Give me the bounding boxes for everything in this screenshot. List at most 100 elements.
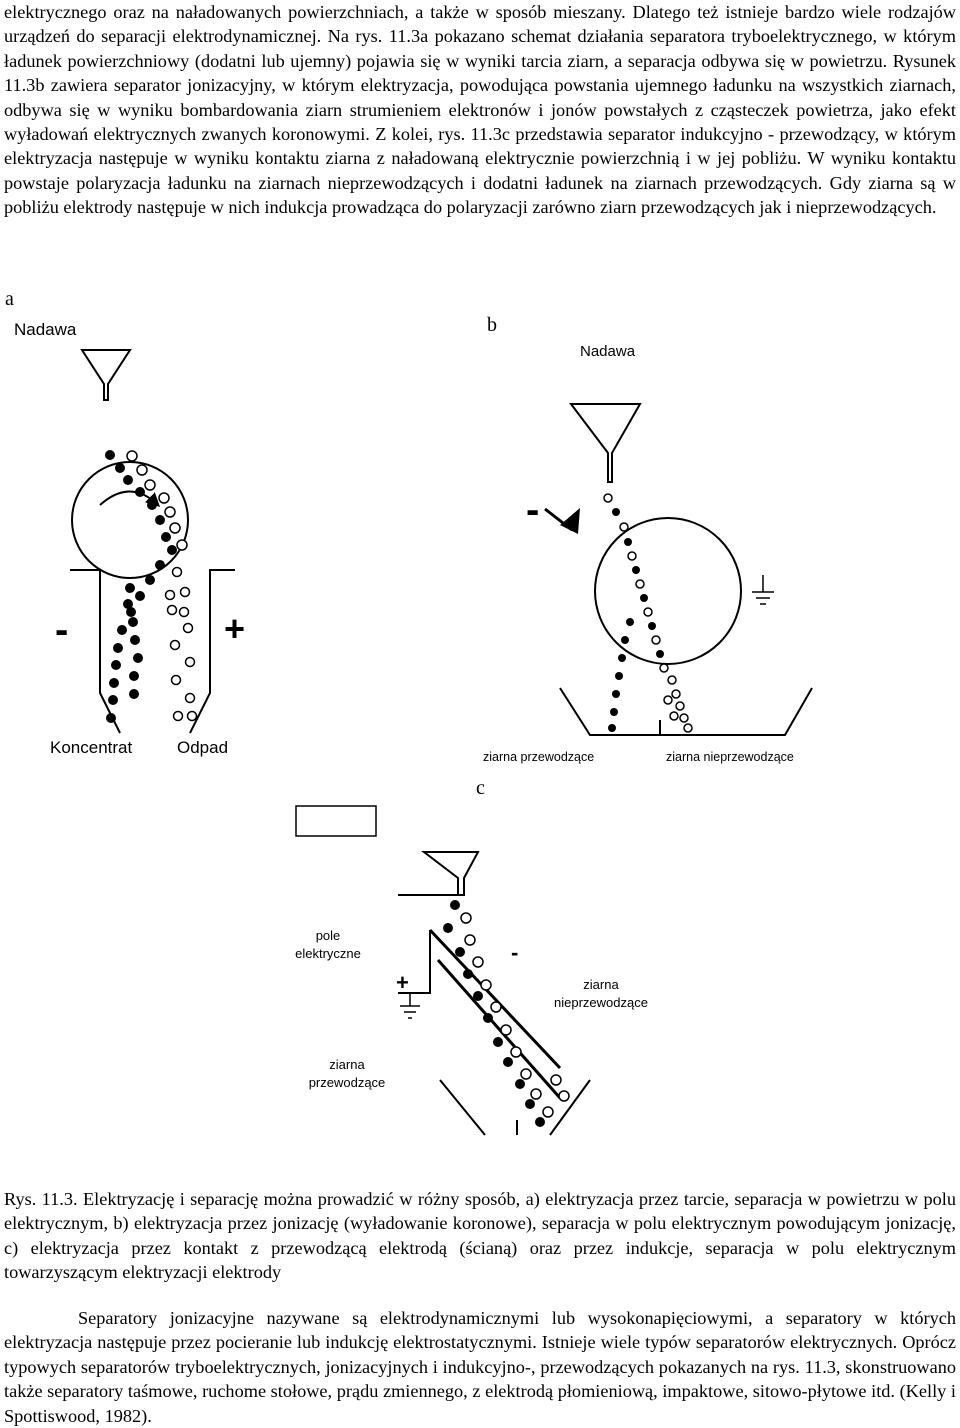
figure-caption: Rys. 11.3. Elektryzację i separację możn… [4, 1189, 956, 1283]
particle [503, 1057, 513, 1067]
particle [483, 1013, 493, 1023]
particle [144, 479, 156, 491]
hopper-c [421, 851, 480, 896]
particles-c [443, 900, 570, 1127]
particle [643, 607, 653, 617]
conductive-particle [125, 583, 135, 593]
nonconductive-particle [663, 695, 673, 705]
fig-c-nonconductive-line2: nieprzewodzące [554, 995, 648, 1010]
drum-b [594, 517, 742, 665]
nonconductive-particle [169, 639, 181, 651]
nonconductive-particle [184, 692, 196, 704]
fig-a-waste-label: Odpad [177, 738, 229, 757]
nonconductive-particle [184, 656, 196, 668]
particles-a [105, 450, 198, 723]
conductive-particle [111, 660, 121, 670]
feed-box-c [295, 805, 377, 837]
fig-c-conductive-line2: przewodzące [308, 1075, 386, 1090]
particle [169, 522, 181, 534]
fig-b-letter: b [487, 314, 497, 336]
nonconductive-particle [683, 723, 693, 733]
particle [463, 969, 473, 979]
conductive-particle [123, 599, 133, 609]
conductive-particle [130, 635, 140, 645]
hopper-a [80, 349, 132, 401]
conductive-particle [117, 625, 127, 635]
particle [525, 1099, 535, 1109]
fig-c-minus-sign: - [511, 940, 519, 965]
particle [164, 506, 176, 518]
conductive-particle [155, 560, 165, 570]
ground-c [400, 993, 420, 1019]
electrode-right-a [189, 569, 235, 734]
conductive-particle [608, 724, 616, 732]
conductive-particle [612, 690, 620, 698]
conductive-particle [145, 575, 155, 585]
incline-plate-upper-c [428, 928, 562, 1070]
particle [105, 450, 115, 460]
nonconductive-particle [667, 675, 677, 685]
nonconductive-particle [171, 566, 183, 578]
particle [612, 508, 620, 516]
particle [520, 1068, 532, 1080]
fig-a-concentrate-label: Koncentrat [50, 738, 133, 757]
conductive-particle [610, 708, 618, 716]
particle [161, 532, 171, 542]
nonconductive-particle [182, 622, 194, 634]
fig-b-conductive-label: ziarna przewodzące [483, 750, 595, 764]
conductive-particle [615, 672, 623, 680]
nonconductive-particle [166, 604, 178, 616]
nonconductive-particle [164, 589, 176, 601]
nonconductive-particle [170, 674, 182, 686]
particle [443, 923, 453, 933]
particle [627, 551, 637, 561]
fig-a-minus-sign: - [55, 608, 69, 652]
conductive-particle [129, 671, 139, 681]
incline-plate-lower-c [436, 959, 562, 1099]
conductive-particle [109, 678, 119, 688]
particle [480, 979, 492, 991]
fig-c-conductive-label: ziarna przewodzące [304, 1056, 390, 1092]
fig-b-minus-sign: - [526, 488, 540, 532]
conductive-particle [126, 607, 136, 617]
particle [147, 500, 157, 510]
conductive-particle [128, 617, 138, 627]
fig-c-field-label: pole elektryczne [291, 927, 365, 963]
nonconductive-particle [178, 606, 190, 618]
bins-b [559, 687, 813, 736]
particle [632, 566, 640, 574]
nonconductive-particle [669, 711, 679, 721]
particle [535, 1117, 545, 1127]
particle [126, 450, 138, 462]
electrode-plate-c [398, 930, 431, 994]
particle [651, 635, 661, 645]
panel-c [295, 805, 591, 1136]
particle [460, 912, 472, 924]
conductive-particle [129, 689, 139, 699]
fig-a-letter: a [5, 288, 14, 310]
corona-tip-b [560, 508, 580, 534]
particles-b [603, 493, 693, 733]
particle [510, 1046, 522, 1058]
conductive-particle [106, 713, 116, 723]
conductive-particle [133, 653, 143, 663]
particle [455, 947, 465, 957]
hopper-b [568, 403, 642, 483]
particle [550, 1074, 562, 1086]
particle [450, 900, 460, 910]
panel-a [70, 349, 235, 734]
particle [493, 1037, 503, 1047]
nonconductive-particle [172, 710, 184, 722]
nonconductive-particle [675, 701, 685, 711]
conductive-particle [135, 591, 145, 601]
conductive-particle [108, 695, 118, 705]
particle [619, 522, 629, 532]
fig-a-plus-sign: + [224, 608, 246, 649]
particle [515, 1079, 525, 1089]
particle [624, 538, 632, 546]
nonconductive-particle [186, 710, 198, 722]
conductive-particle [113, 643, 123, 653]
fig-c-nonconductive-label: ziarna nieprzewodzące [548, 976, 654, 1012]
particle [640, 594, 648, 602]
